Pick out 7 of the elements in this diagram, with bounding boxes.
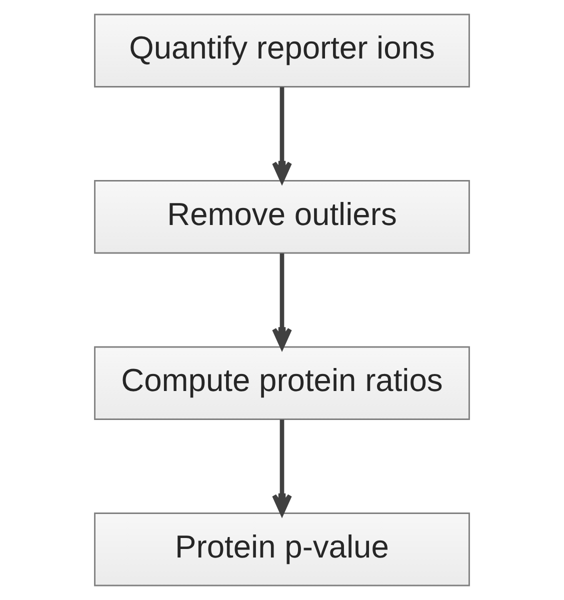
arrow bbox=[272, 253, 292, 349]
arrow bbox=[272, 420, 292, 516]
node-box: Protein p-value bbox=[94, 512, 470, 586]
node-box: Quantify reporter ions bbox=[94, 14, 470, 88]
node-box: Remove outliers bbox=[94, 180, 470, 254]
node-box: Compute protein ratios bbox=[94, 346, 470, 420]
arrow bbox=[272, 87, 292, 183]
